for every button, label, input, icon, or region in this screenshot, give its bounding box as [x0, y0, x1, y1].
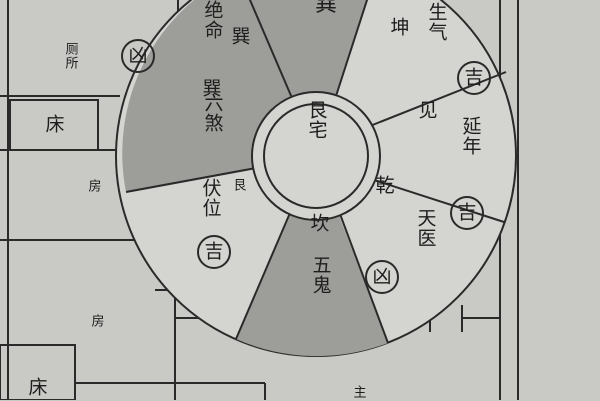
divider	[235, 212, 291, 340]
trigram-bottom: 坎	[310, 212, 330, 235]
room-label-master: 主	[353, 385, 367, 401]
omen-right: 吉	[464, 66, 484, 89]
sector-lines	[125, 0, 507, 344]
omen-ring	[121, 39, 155, 73]
divider	[335, 0, 369, 97]
trigram-left: 巽	[202, 77, 222, 100]
sector-name-right: 延年	[459, 116, 482, 156]
room-label-bed: 床	[45, 113, 65, 136]
sector-name-lower-left: 伏位	[199, 178, 222, 218]
sector-name-top-left: 绝命	[201, 0, 224, 40]
trigram-top: 巽	[314, 0, 338, 17]
sector-top-fill	[249, 0, 367, 156]
omen-bottom: 凶	[372, 265, 392, 288]
trigram-right: 见	[418, 99, 438, 122]
divider	[369, 71, 507, 127]
omen-ring	[197, 235, 231, 269]
sector-name-left: 六煞	[201, 93, 224, 133]
inner-core	[263, 103, 369, 209]
sector-name-top-right: 生气	[425, 2, 448, 42]
trigram-top-left: 巽	[231, 25, 251, 48]
trigram-lower-left: 艮	[233, 178, 247, 194]
room-label-toilet: 厕所	[62, 42, 78, 70]
room-label-bed: 床	[28, 376, 48, 399]
sector-name-bottom: 五鬼	[309, 255, 332, 295]
omen-top-left: 凶	[128, 44, 148, 67]
omen-ring	[450, 196, 484, 230]
bagua-wheel	[115, 0, 517, 357]
omen-ring	[365, 260, 399, 294]
divider	[339, 213, 389, 344]
trigram-top-right: 坤	[390, 16, 410, 39]
trigram-lower-right: 乾	[375, 174, 395, 197]
omen-lower-right: 吉	[457, 201, 477, 224]
omen-lower-left: 吉	[204, 240, 224, 263]
room-label-room: 房	[88, 179, 102, 195]
omen-ring	[457, 61, 491, 95]
center-label: 艮宅	[305, 100, 328, 140]
sector-bottom-fill	[236, 156, 388, 357]
divider	[125, 167, 257, 193]
sector-name-lower-right: 天医	[414, 208, 437, 248]
room-label-room: 房	[91, 314, 105, 330]
divider	[248, 0, 293, 99]
